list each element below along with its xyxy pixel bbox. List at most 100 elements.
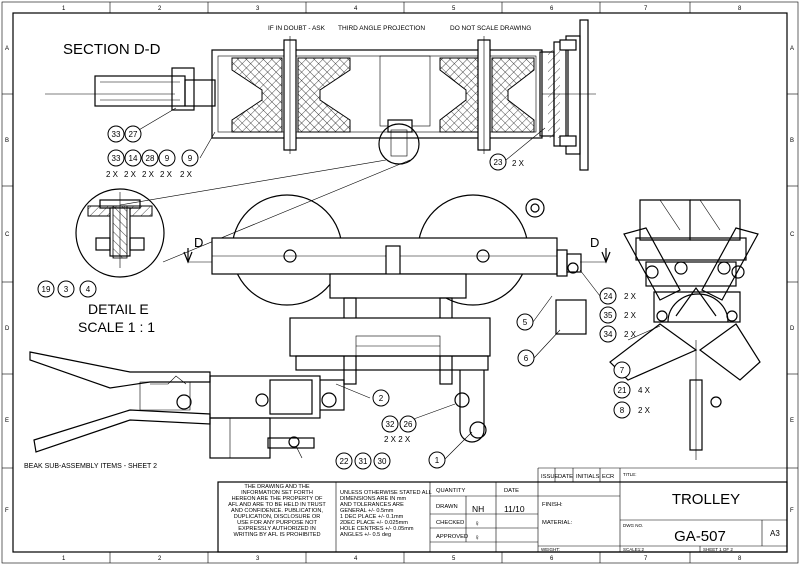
qty-23: 2 X bbox=[512, 159, 525, 168]
drawing-title: TROLLEY bbox=[672, 491, 740, 508]
tol-line-3: AND TOLERANCES ARE bbox=[340, 502, 404, 508]
conf-line-8: EXPRESSLY AUTHORIZED IN bbox=[238, 526, 316, 532]
finish-label: FINISH: bbox=[542, 502, 563, 508]
drawn-by: NH bbox=[472, 504, 484, 514]
zone-row-e: E bbox=[5, 418, 9, 424]
balloon-7: 7 bbox=[620, 366, 625, 375]
zone-row-a: A bbox=[5, 46, 9, 52]
header-notes: IF IN DOUBT - ASK THIRD ANGLE PROJECTION… bbox=[268, 25, 531, 32]
qty-row-4: 2 X bbox=[160, 170, 173, 179]
balloon-31: 31 bbox=[359, 457, 368, 466]
detail-e-view bbox=[75, 188, 165, 278]
balloon-2: 2 bbox=[379, 394, 384, 403]
balloon-14: 14 bbox=[129, 154, 138, 163]
section-title: SECTION D-D bbox=[63, 41, 161, 58]
qty-row-3: 2 X bbox=[142, 170, 155, 179]
rev-ecr: ECR bbox=[602, 474, 614, 480]
balloon-8: 8 bbox=[620, 406, 625, 415]
qty-24: 2 X bbox=[624, 292, 637, 301]
zone-row-f-r: F bbox=[790, 508, 794, 514]
balloon-3: 3 bbox=[64, 285, 69, 294]
conf-line-2: INFORMATION SET FORTH bbox=[241, 490, 313, 496]
balloon-21: 21 bbox=[618, 386, 627, 395]
title-label: TITLE: bbox=[623, 472, 637, 477]
zone-row-e-r: E bbox=[790, 418, 794, 424]
zone-row-b-r: B bbox=[790, 138, 794, 144]
title-block: THE DRAWING AND THE INFORMATION SET FORT… bbox=[217, 467, 788, 553]
conf-line-4: AFL AND ARE TO BE HELD IN TRUST bbox=[228, 502, 326, 508]
balloon-1: 1 bbox=[435, 456, 440, 465]
zone-row-b: B bbox=[5, 138, 9, 144]
balloon-24: 24 bbox=[604, 292, 613, 301]
qty-21: 4 X bbox=[638, 386, 651, 395]
scale-label: SCALE1:2 bbox=[623, 547, 645, 552]
qty-row-2: 2 X bbox=[124, 170, 137, 179]
beak-note: BEAK SUB-ASSEMBLY ITEMS - SHEET 2 bbox=[24, 463, 157, 470]
conf-line-1: THE DRAWING AND THE bbox=[244, 484, 310, 490]
section-view bbox=[45, 19, 596, 171]
qty-8: 2 X bbox=[638, 406, 651, 415]
approved-label: APPROVED bbox=[436, 534, 468, 540]
tol-line-5: 1 DEC PLACE +/- 0.1mm bbox=[340, 514, 404, 520]
zone-col-1: 1 bbox=[62, 6, 66, 12]
zone-col-7b: 7 bbox=[644, 556, 648, 562]
checked-mark: ♀ bbox=[474, 519, 480, 528]
rev-date: DATE bbox=[558, 474, 573, 480]
note-do-not-scale: DO NOT SCALE DRAWING bbox=[450, 25, 531, 32]
balloon-28: 28 bbox=[146, 154, 155, 163]
balloon-30: 30 bbox=[378, 457, 387, 466]
front-view bbox=[29, 194, 587, 459]
zone-row-d-r: D bbox=[790, 326, 795, 332]
zone-col-2: 2 bbox=[158, 6, 162, 12]
balloon-6: 6 bbox=[524, 354, 529, 363]
detail-title: DETAIL E bbox=[88, 301, 149, 317]
tol-line-4: GENERAL +/- 0.5mm bbox=[340, 508, 394, 514]
conf-line-6: DUPLICATION, DISCLOSURE OR bbox=[234, 514, 321, 520]
section-marker-right: D bbox=[590, 235, 599, 250]
sheet-size: A3 bbox=[770, 529, 780, 538]
balloon-19: 19 bbox=[42, 285, 51, 294]
balloon-33a: 33 bbox=[112, 130, 121, 139]
zone-col-6b: 6 bbox=[550, 556, 554, 562]
zone-row-a-r: A bbox=[790, 46, 794, 52]
balloon-5: 5 bbox=[523, 318, 528, 327]
note-if-in-doubt: IF IN DOUBT - ASK bbox=[268, 25, 326, 32]
conf-line-9: WRITING BY AFL IS PROHIBITED bbox=[233, 532, 320, 538]
qty-row-1: 2 X bbox=[106, 170, 119, 179]
conf-line-7: USE FOR ANY PURPOSE NOT bbox=[237, 520, 317, 526]
balloons: 33 27 33 14 28 9 9 23 19 3 4 24 35 34 5 … bbox=[37, 125, 631, 470]
zone-col-3b: 3 bbox=[256, 556, 260, 562]
dwg-label: DWG NO. bbox=[623, 523, 643, 528]
qty-35: 2 X bbox=[624, 311, 637, 320]
balloon-34: 34 bbox=[604, 330, 613, 339]
rev-issue: ISSUE bbox=[541, 474, 559, 480]
tol-line-2: DIMENSIONS ARE IN mm bbox=[340, 496, 407, 502]
checked-label: CHECKED bbox=[436, 520, 464, 526]
balloon-26: 26 bbox=[404, 420, 413, 429]
zone-row-c: C bbox=[5, 232, 10, 238]
balloon-35: 35 bbox=[604, 311, 613, 320]
section-cut-markers: D D bbox=[183, 235, 611, 264]
conf-line-5: AND CONFIDENCE. PUBLICATION, bbox=[231, 508, 323, 514]
drawn-label: DRAWN bbox=[436, 504, 458, 510]
zone-col-5b: 5 bbox=[452, 556, 456, 562]
drawing-number: GA-507 bbox=[674, 528, 726, 545]
tol-line-1: UNLESS OTHERWISE STATED ALL bbox=[340, 490, 432, 496]
tol-line-8: ANGLES +/- 0.5 deg bbox=[340, 532, 391, 538]
zone-col-8: 8 bbox=[738, 6, 742, 12]
material-label: MATERIAL: bbox=[542, 520, 573, 526]
drawn-date: 11/10 bbox=[504, 504, 525, 514]
zone-col-1b: 1 bbox=[62, 556, 66, 562]
section-marker-left: D bbox=[194, 235, 203, 250]
quantity-labels: 2 X 2 X 2 X 2 X 2 X 2 X 2 X 2 X 2 X 4 X … bbox=[106, 159, 651, 444]
balloon-23: 23 bbox=[494, 158, 503, 167]
detail-scale: SCALE 1 : 1 bbox=[78, 319, 155, 335]
zone-col-4: 4 bbox=[354, 6, 358, 12]
zone-col-2b: 2 bbox=[158, 556, 162, 562]
weight-label: WEIGHT: bbox=[541, 547, 560, 552]
balloon-33b: 33 bbox=[112, 154, 121, 163]
balloon-22: 22 bbox=[340, 457, 349, 466]
zone-row-c-r: C bbox=[790, 232, 795, 238]
